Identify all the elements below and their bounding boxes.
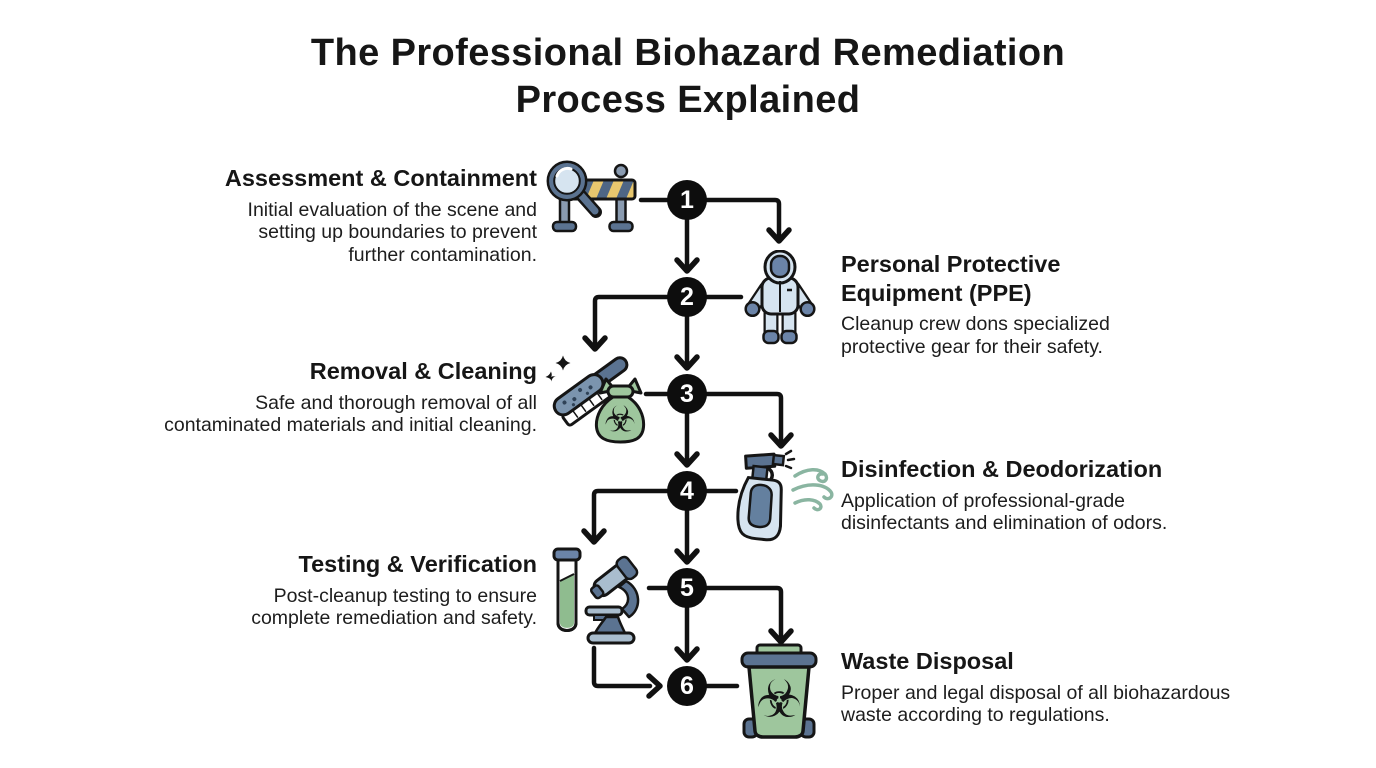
magnifier-barrier-icon <box>546 160 637 233</box>
step-4-number-badge: 4 <box>667 471 707 511</box>
step-4-number: 4 <box>680 476 694 505</box>
step-1-description: Initial evaluation of the scene and sett… <box>247 198 537 266</box>
arrowheads <box>581 227 794 699</box>
page-title: The Professional Biohazard Remediation P… <box>310 32 1066 122</box>
step-5-number-badge: 5 <box>667 568 707 608</box>
step-4-description: Application of professional-grade disinf… <box>841 489 1168 535</box>
step-2-title: Personal Protective Equipment (PPE) <box>841 251 1061 306</box>
svg-text:☣: ☣ <box>604 400 636 441</box>
step-3-title: Removal & Cleaning <box>309 358 537 384</box>
step-6-number: 6 <box>680 671 694 700</box>
step-6-number-badge: 6 <box>667 666 707 706</box>
step-3-text-block: Removal & Cleaning Safe and thorough rem… <box>164 357 537 437</box>
step-5-text-block: Testing & Verification Post-cleanup test… <box>251 550 537 630</box>
step-6-title: Waste Disposal <box>841 648 1014 674</box>
step-1-title: Assessment & Containment <box>224 165 537 191</box>
biohazard-bin-icon: ☣ <box>740 643 818 739</box>
step-1-number-badge: 1 <box>667 180 707 220</box>
step-3-description: Safe and thorough removal of all contami… <box>164 391 537 437</box>
connector-lines <box>591 197 784 689</box>
brush-biohazard-bag-icon: ☣ <box>545 355 646 444</box>
svg-text:☣: ☣ <box>756 670 803 730</box>
step-6-description: Proper and legal disposal of all biohaza… <box>841 681 1231 727</box>
test-tube-microscope-icon <box>552 547 640 645</box>
step-5-description: Post-cleanup testing to ensure complete … <box>251 584 537 630</box>
step-1-text-block: Assessment & Containment Initial evaluat… <box>225 164 537 266</box>
step-2-description: Cleanup crew dons specialized protective… <box>841 313 1110 358</box>
step-2-number: 2 <box>680 282 694 311</box>
step-5-number: 5 <box>680 573 694 602</box>
step-3-number: 3 <box>680 379 694 408</box>
step-3-number-badge: 3 <box>667 374 707 414</box>
step-4-text-block: Disinfection & Deodorization Application… <box>841 455 1167 535</box>
spray-bottle-icon <box>736 449 834 542</box>
step-6-text-block: Waste Disposal Proper and legal disposal… <box>841 647 1230 727</box>
step-2-number-badge: 2 <box>667 277 707 317</box>
step-4-title: Disinfection & Deodorization <box>841 456 1163 482</box>
step-1-number: 1 <box>680 185 694 214</box>
hazmat-suit-icon <box>744 250 816 345</box>
step-5-title: Testing & Verification <box>298 551 537 577</box>
step-2-text-block: Personal Protective Equipment (PPE) Clea… <box>841 250 1110 359</box>
